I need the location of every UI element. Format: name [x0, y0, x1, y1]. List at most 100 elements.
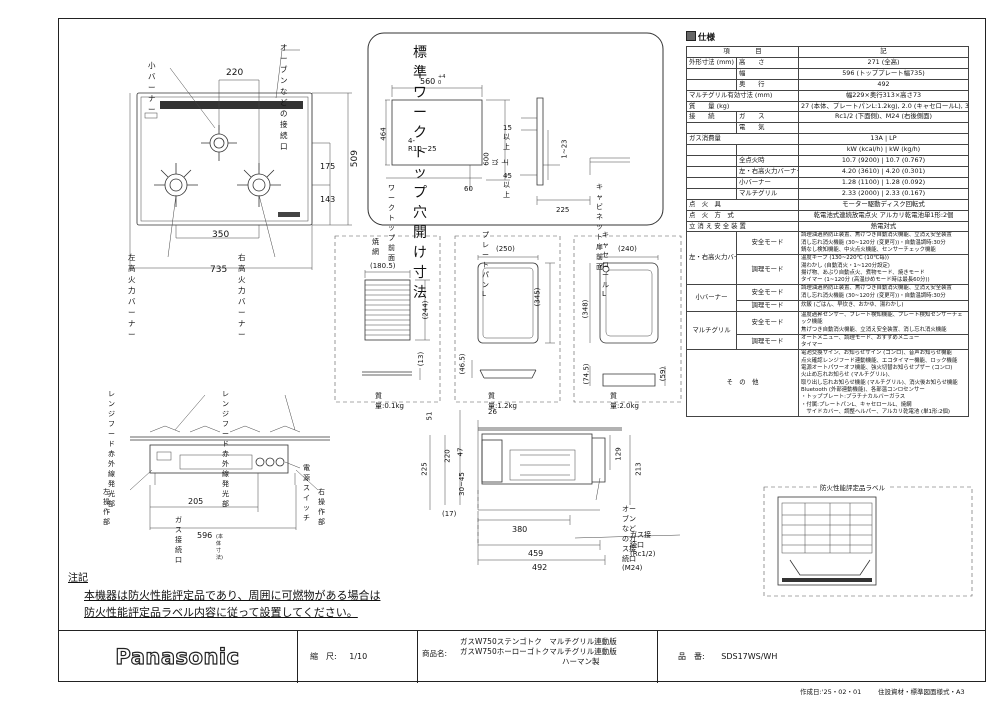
spec-mode-value: 炊飯 (ごはん、早炊き、おかゆ、湯わかし) [798, 300, 969, 312]
casserole-h: (348) [581, 299, 590, 319]
top-view [129, 49, 352, 270]
spec-mode-line: 取り出し忘れお知らせ機能 (マルチグリル)、消火後お知らせ機能 [801, 379, 958, 386]
spec-row: マルチグリル有効寸法 (mm)幅229×奥行313×高さ73 [686, 89, 969, 102]
spec-mode-line: 電源オートパワーオフ機能、強火切替お知らせブザー (コンロ) [801, 365, 953, 372]
spec-mode-group: 左・右高火力バーナー [686, 231, 737, 286]
part-label: 品 番: [678, 652, 705, 661]
spec-mode-label: 調理モード [736, 300, 799, 312]
spec-cell-value: 4.20 (3610) | 4.20 (0.301) [798, 165, 969, 178]
spec-cell-value: 2.33 (2000) | 2.33 (0.167) [798, 187, 969, 200]
spec-mode-line: タイマー (1~120分 (高温炒めモード時は最長60分)) [801, 277, 930, 284]
rack-h2: (13) [417, 351, 426, 367]
plate-h: (345) [533, 287, 542, 307]
spec-mode-row: 調理モードオートメニュー、調理モード、おすすめメニュータイマー [687, 333, 969, 351]
part-value: SDS17WS/WH [721, 652, 778, 661]
plate-title: プレートパンL [482, 231, 489, 298]
spec-mode-line: サイドカバー、調整ヘルパー、アルカリ乾電池 (単1形:2個) [801, 408, 951, 415]
spec-cell-category [686, 67, 737, 80]
spec-mode-line: 火止め忘れお知らせ (マルチグリル)、 [801, 372, 894, 379]
spec-cell-category [686, 187, 737, 200]
spec-cell-item: 電 気 [736, 122, 799, 135]
dim-220: 220 [226, 68, 244, 78]
dim-380: 380 [512, 525, 528, 534]
spec-row: 電 気 [686, 122, 969, 135]
spec-row: 点 火 具モーター駆動ディスク回転式 [686, 198, 969, 211]
spec-mode-label: 安全モード [736, 284, 799, 302]
brand-logo: Panasonic [115, 644, 240, 669]
spec-mode-label: 調理モード [736, 254, 799, 286]
rack-title: 焼網 [372, 238, 379, 256]
spec-mode-line: オートメニュー、調理モード、おすすめメニュー [801, 334, 920, 341]
small-burner-graphic [201, 125, 237, 161]
spec-mode-value: 調理油過熱防止装置、焦げつき自動消火機能、立消え安全装置消し忘れ消火機能 (30… [798, 284, 969, 302]
spec-mode-line: Bluetooth (外部連動機能)、各部温コンロセンサー [801, 386, 925, 393]
spec-cell-category [686, 78, 737, 91]
spec-cell-value: 熱電対式 [798, 220, 969, 233]
spec-cell-item: 全点火時 [736, 155, 799, 167]
oven-gas-port-label: オーブンなどのガス接続口 (M24) [622, 505, 643, 572]
cabinet-front-label: キャビネット扉前面 [596, 183, 603, 271]
spec-cell-category: マルチグリル有効寸法 (mm) [686, 89, 799, 102]
dim-15: 15以上 [503, 124, 512, 151]
spec-cell-item: 高 さ [736, 56, 799, 69]
small-burner-label: 小バーナー [148, 61, 156, 114]
spec-header-row: 項 目 記 [686, 46, 969, 58]
spec-mode-row: そ の 他電池交換サイン、お知らせサイン (コンロ)、音声お知らせ機能点火確認レ… [686, 349, 969, 418]
spec-mode-line: ・付属:プレートパンL、キャセロールL、焼網 [801, 401, 912, 408]
product-cell: 商品名: ガスW750ステンゴトク マルチグリル連動版 ガスW750ホーローゴト… [418, 631, 658, 683]
spec-mode-line: 温度キープ (130~220℃ (10℃毎)) [801, 255, 889, 262]
spec-mode-row: 小バーナー安全モード調理油過熱防止装置、焦げつき自動消火機能、立消え安全装置消し… [686, 284, 969, 312]
rack-h: (244) [421, 300, 430, 320]
dim-51: 51 [425, 411, 434, 421]
accessory-rack [334, 235, 441, 403]
spec-cell-value: 596 (トッププレート幅735) [798, 67, 969, 80]
spec-cell-category: 立 消 え 安 全 装 置 [686, 220, 799, 233]
dim-26: 26 [488, 408, 497, 416]
spec-mode-line: 調理油過熱防止装置、焦げつき自動消火機能、立消え安全装置 [801, 285, 952, 292]
spec-mode-line: 消し忘れ消火機能 (30~120分 (変更可))・自動温調時:30分 [801, 292, 946, 299]
notes: 注記 本機器は防火性能評定品であり、周囲に可燃物がある場合は 防火性能評定品ラベ… [68, 570, 380, 621]
dim-220-side: 220 [443, 449, 452, 463]
spec-mode-row: マルチグリル安全モード温度過昇センサー、プレート検知機能、プレート検知センサーチ… [686, 310, 969, 351]
cutout-panel [367, 32, 664, 226]
oven-port-label: オーブンなどの接続口 [280, 43, 288, 151]
spec-mode-line: 焦げつき自動消火機能、立消え安全装置、消し忘れ消火機能 [801, 326, 947, 333]
dim-47: 47 [456, 447, 465, 457]
spec-header-item: 項 目 [686, 46, 799, 58]
spec-cell-item: ガ ス [736, 111, 799, 124]
spec-cell-value: 271 (全高) [798, 56, 969, 69]
plate-h2: (46.5) [458, 353, 467, 375]
spec-row: kW (kcal/h) | kW (kg/h) [686, 144, 969, 157]
title-block: Panasonic 縮 尺: 1/10 商品名: ガスW750ステンゴトク マル… [58, 630, 986, 683]
spec-cell-item: 幅 [736, 67, 799, 80]
spec-mode-value: 温度キープ (130~220℃ (10℃毎))湯わかし (自動消火・1~120分… [798, 254, 969, 286]
spec-mode-line: ・トッププレート:プラチナカルバーガラス [801, 394, 906, 401]
plate-mass: 質量:1.2kg [488, 392, 517, 410]
worktop-front-label: ワークトップ前面 [388, 184, 395, 262]
dim-600: 600以上 [482, 152, 510, 166]
accessory-casserole [573, 235, 682, 403]
spec-mode-line: 電池交換サイン、お知らせサイン (コンロ)、音声お知らせ機能 [801, 350, 952, 357]
spec-cell-item [736, 144, 799, 157]
spec-mode-line: 点火確認レンジフード連動機能、エコタイマー機能、ロック機能 [801, 357, 958, 364]
notes-line-1: 本機器は防火性能評定品であり、周囲に可燃物がある場合は [84, 589, 381, 602]
notes-line-2: 防火性能評定品ラベル内容に従って設置してください。 [84, 606, 358, 619]
casserole-w: (240) [618, 245, 637, 253]
spec-mode-row: 調理モード温度キープ (130~220℃ (10℃毎))湯わかし (自動消火・1… [687, 254, 969, 286]
spec-mode-value: オートメニュー、調理モード、おすすめメニュータイマー [798, 333, 969, 351]
dim-17: (17) [442, 510, 457, 518]
dim-596-note: (本体寸法) [216, 534, 223, 561]
part-cell: 品 番: SDS17WS/WH [658, 631, 986, 683]
dim-596: 596 [197, 531, 213, 540]
spec-cell-category [686, 155, 737, 167]
label-box-title: 防火性能評定品ラベル [818, 482, 887, 492]
spec-mode-line: 揚げ物、あぶり自動点火、煮物モード、焼きモード [801, 269, 925, 276]
